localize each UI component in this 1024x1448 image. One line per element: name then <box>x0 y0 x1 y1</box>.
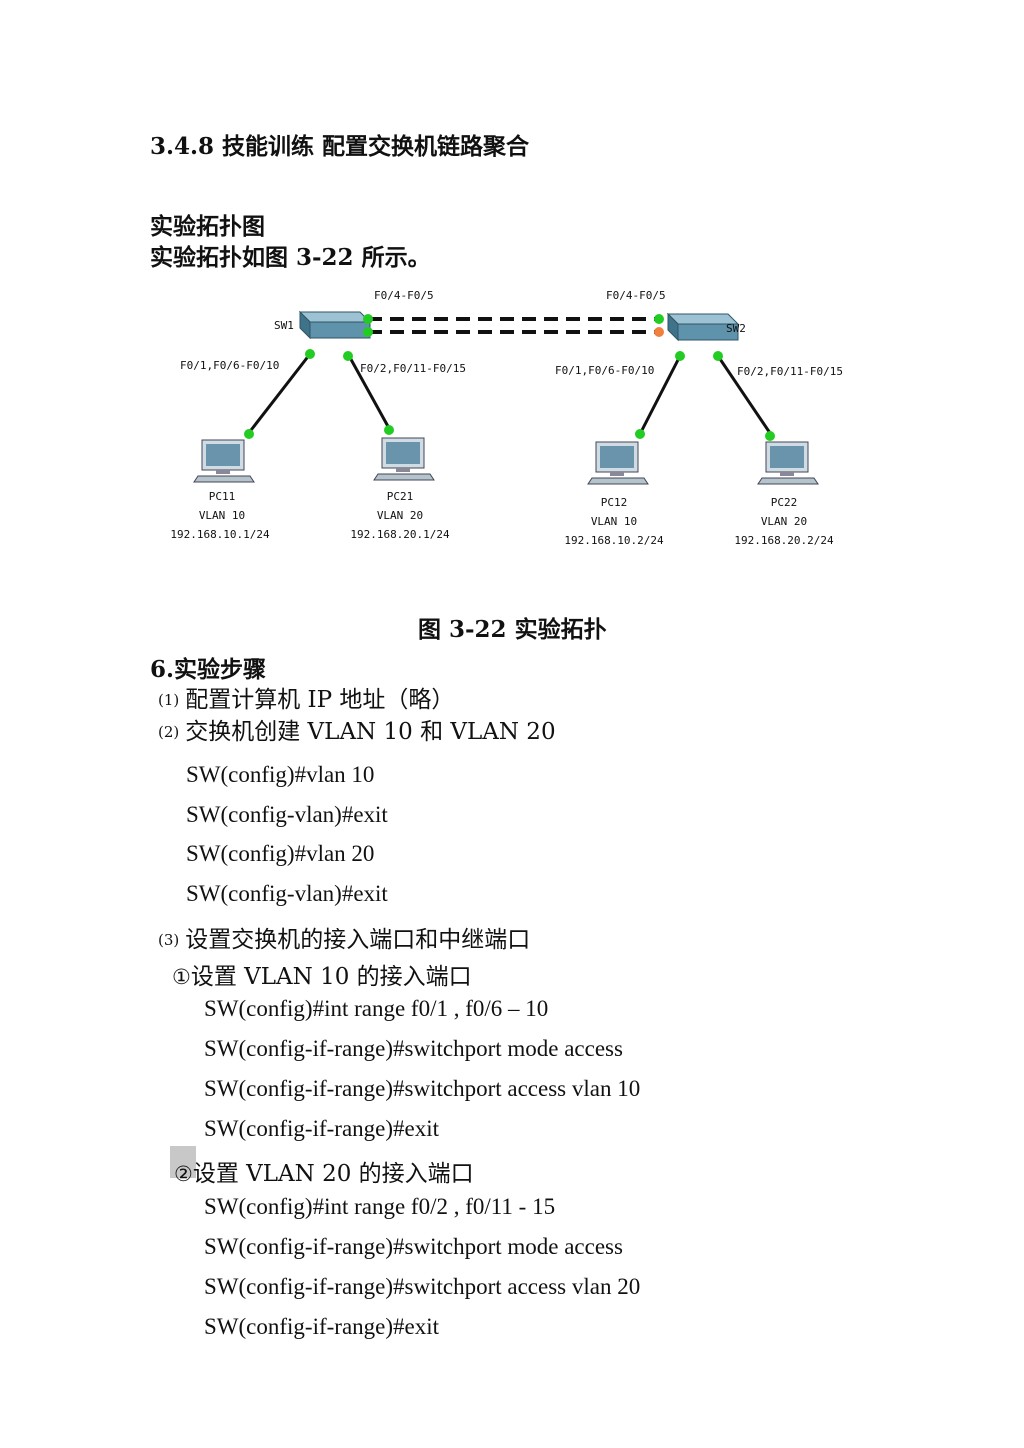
command-line: SW(config)#int range f0/1 , f0/6 – 10 <box>204 996 549 1021</box>
pc22-name: PC22 <box>771 496 798 509</box>
substep-1-text: 设置 VLAN 10 的接入端口 <box>190 964 472 990</box>
command-line: SW(config)#vlan 20 <box>186 841 375 866</box>
step-1-text: 配置计算机 IP 地址（略） <box>185 687 455 713</box>
pc11-name: PC11 <box>209 490 236 503</box>
cable-sw2-pc22 <box>716 355 774 437</box>
substep-1: ①设置 VLAN 10 的接入端口 <box>172 957 472 991</box>
pc11-ip: 192.168.10.1/24 <box>170 528 270 541</box>
command-line: SW(config-if-range)#switchport access vl… <box>204 1274 641 1299</box>
figure-caption: 图 3-22 实验拓扑 <box>418 616 607 643</box>
substep-2-marker: ② <box>174 1162 193 1186</box>
pc12-icon <box>587 441 649 485</box>
sw1-right-ports-label: F0/2,F0/11-F0/15 <box>360 362 466 375</box>
pc22-ip: 192.168.20.2/24 <box>734 534 834 547</box>
cable-sw1-pc11 <box>246 353 312 435</box>
command-line: SW(config-vlan)#exit <box>186 881 388 906</box>
pc11-vlan: VLAN 10 <box>199 509 245 522</box>
network-topology-diagram: SW1 SW2 F0/4-F0/5 F0/4-F0/5 F0/1,F0/6-F0… <box>170 289 843 547</box>
cable-sw2-pc12 <box>638 355 682 435</box>
topology-heading: 实验拓扑图 <box>150 213 265 240</box>
sw2-left-ports-label: F0/1,F0/6-F0/10 <box>555 364 654 377</box>
pc21-icon <box>373 437 435 481</box>
steps-heading: 6.实验步骤 <box>150 656 267 683</box>
sw1-trunk-ports-label: F0/4-F0/5 <box>374 289 434 302</box>
step-3-text: 设置交换机的接入端口和中继端口 <box>185 927 531 953</box>
substep-1-marker: ① <box>172 965 191 989</box>
marker-highlight <box>170 1146 196 1178</box>
step-3-number: (3) <box>158 931 180 949</box>
step-1: (1) 配置计算机 IP 地址（略） <box>158 680 454 714</box>
cable-sw1-pc21 <box>346 353 392 431</box>
pc12-ip: 192.168.10.2/24 <box>564 534 664 547</box>
step-2: (2) 交换机创建 VLAN 10 和 VLAN 20 <box>158 712 556 746</box>
step-2-text: 交换机创建 VLAN 10 和 VLAN 20 <box>185 719 556 745</box>
command-line: SW(config)#vlan 10 <box>186 762 375 787</box>
sw2-right-ports-label: F0/2,F0/11-F0/15 <box>737 365 843 378</box>
step-3: (3) 设置交换机的接入端口和中继端口 <box>158 920 530 954</box>
command-line: SW(config)#int range f0/2 , f0/11 - 15 <box>204 1194 556 1219</box>
pc22-icon <box>757 441 819 485</box>
step-1-number: (1) <box>158 691 180 709</box>
sw2-trunk-ports-label: F0/4-F0/5 <box>606 289 666 302</box>
step-2-number: (2) <box>158 723 180 741</box>
command-line: SW(config-if-range)#switchport access vl… <box>204 1076 641 1101</box>
section-title: 3.4.8 技能训练 配置交换机链路聚合 <box>150 133 530 160</box>
substep-2: ②设置 VLAN 20 的接入端口 <box>174 1154 474 1188</box>
substep-2-text: 设置 VLAN 20 的接入端口 <box>192 1161 474 1187</box>
switch-sw1-icon <box>298 310 372 340</box>
pc11-icon <box>193 439 255 483</box>
link-status-dots <box>244 314 775 441</box>
pc12-name: PC12 <box>601 496 628 509</box>
pc22-vlan: VLAN 20 <box>761 515 807 528</box>
pc21-name: PC21 <box>387 490 414 503</box>
command-line: SW(config-if-range)#switchport mode acce… <box>204 1234 623 1259</box>
command-line: SW(config-if-range)#exit <box>204 1116 440 1141</box>
sw1-left-ports-label: F0/1,F0/6-F0/10 <box>180 359 279 372</box>
pc12-vlan: VLAN 10 <box>591 515 637 528</box>
sw2-label: SW2 <box>726 322 746 335</box>
pc21-ip: 192.168.20.1/24 <box>350 528 450 541</box>
command-line: SW(config-if-range)#switchport mode acce… <box>204 1036 623 1061</box>
sw1-label: SW1 <box>274 319 294 332</box>
command-line: SW(config-vlan)#exit <box>186 802 388 827</box>
switch-sw2-icon <box>666 312 740 342</box>
pc21-vlan: VLAN 20 <box>377 509 423 522</box>
topology-intro: 实验拓扑如图 3-22 所示。 <box>150 244 431 271</box>
command-line: SW(config-if-range)#exit <box>204 1314 440 1339</box>
